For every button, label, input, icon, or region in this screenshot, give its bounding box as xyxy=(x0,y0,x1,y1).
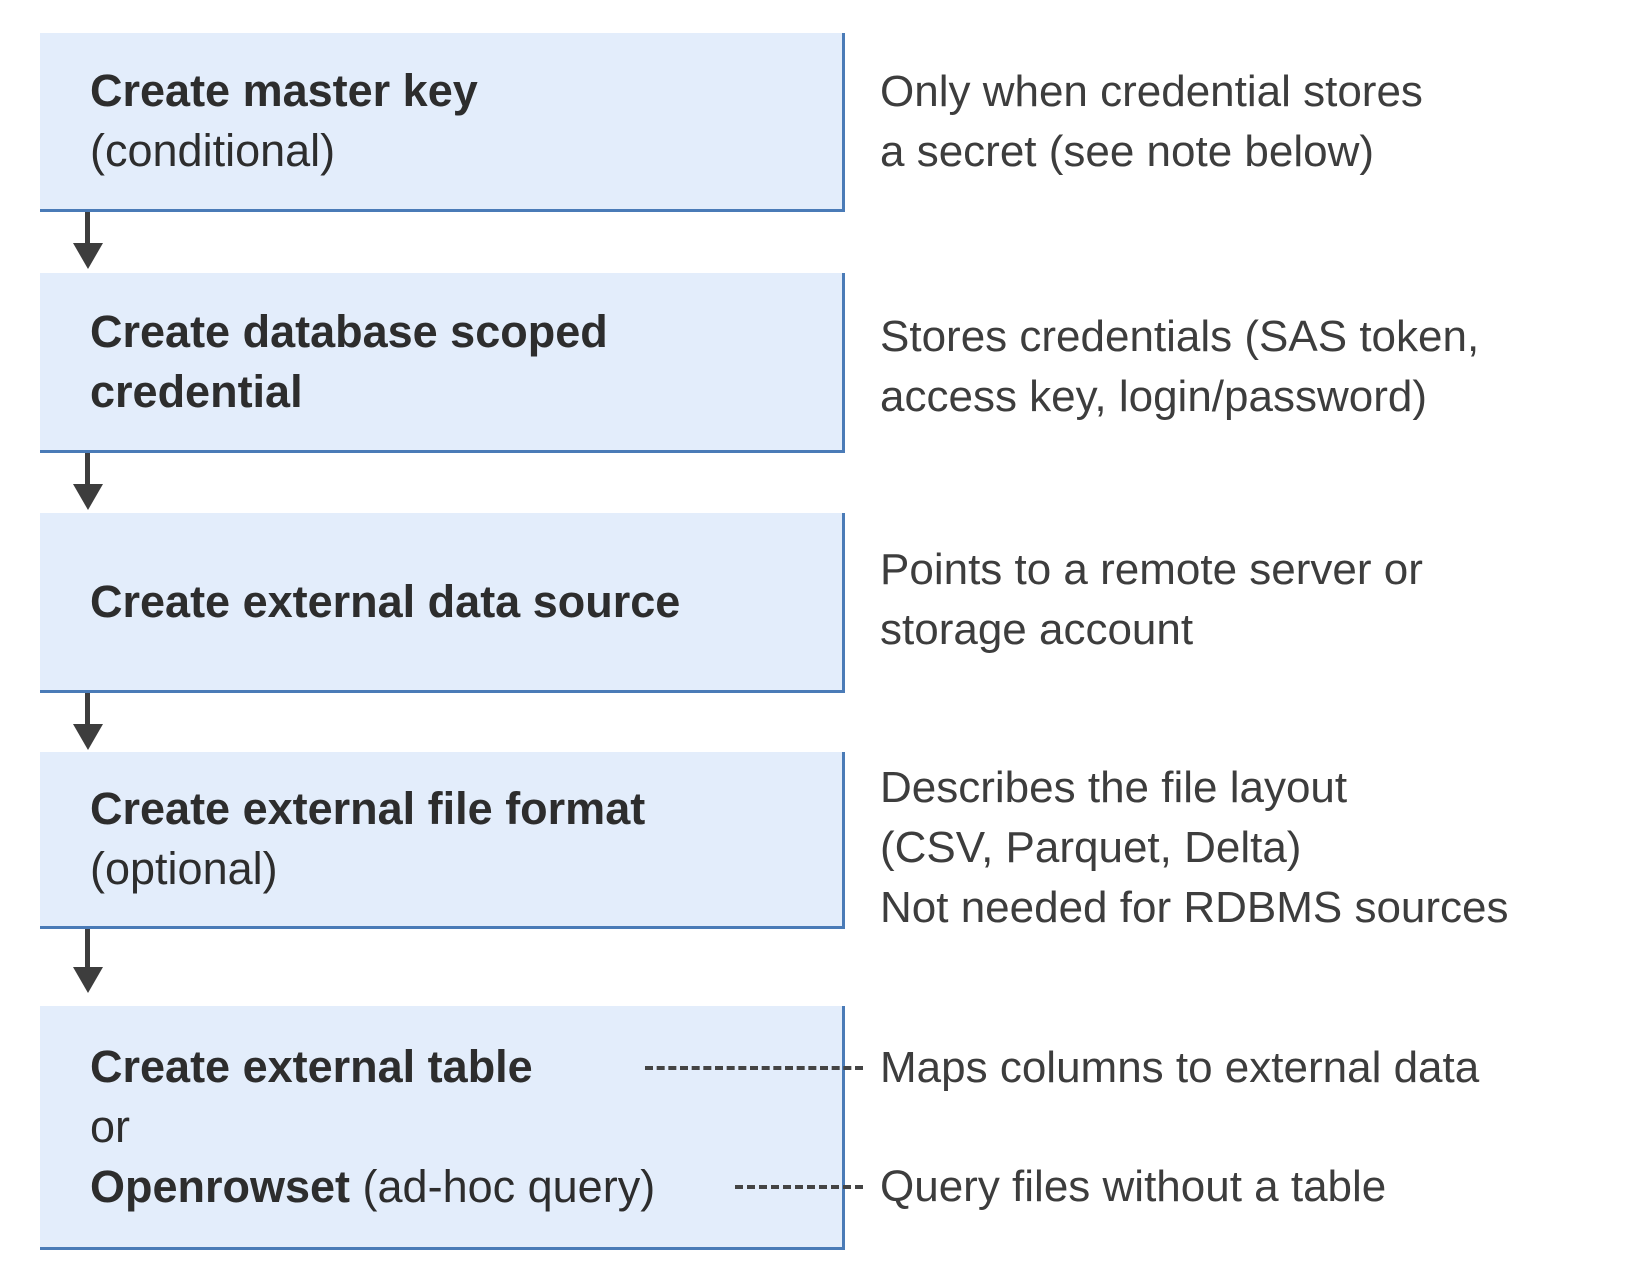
flow-arrow-down-1 xyxy=(73,212,103,269)
flow-box-create-external-file-format: Create external file format (optional) xyxy=(40,752,845,929)
arrow-head-icon xyxy=(73,967,103,993)
flow-arrow-down-3 xyxy=(73,693,103,750)
note-credential: Stores credentials (SAS token, access ke… xyxy=(880,307,1479,427)
arrow-stem xyxy=(85,453,90,484)
flow-box-create-master-key: Create master key (conditional) xyxy=(40,33,845,212)
box-title: Create external data source xyxy=(90,575,681,627)
box-title: Create external table xyxy=(90,1040,533,1092)
note-line: Query files without a table xyxy=(880,1162,1387,1211)
note-line: Not needed for RDBMS sources xyxy=(880,883,1509,932)
note-line: Maps columns to external data xyxy=(880,1043,1480,1092)
arrow-head-icon xyxy=(73,243,103,269)
box-title: Create external file format xyxy=(90,783,646,834)
note-line: Stores credentials (SAS token, xyxy=(880,312,1480,361)
note-line: access key, login/password) xyxy=(880,372,1427,421)
connector-dash-external-table xyxy=(645,1066,863,1070)
note-data-source: Points to a remote server or storage acc… xyxy=(880,540,1423,660)
box-title-openrowset: Openrowset (ad-hoc query) xyxy=(90,1160,656,1212)
box-title: Create database scoped xyxy=(90,305,608,357)
flow-arrow-down-2 xyxy=(73,453,103,510)
box-title-line-2: credential xyxy=(90,365,303,417)
arrow-stem xyxy=(85,929,90,967)
note-master-key: Only when credential stores a secret (se… xyxy=(880,62,1423,182)
box-title: Create master key xyxy=(90,65,478,116)
box-subtitle: (optional) xyxy=(90,843,278,894)
note-openrowset: Query files without a table xyxy=(880,1157,1386,1217)
note-file-format: Describes the file layout (CSV, Parquet,… xyxy=(880,758,1509,938)
note-line: (CSV, Parquet, Delta) xyxy=(880,823,1302,872)
arrow-stem xyxy=(85,212,90,243)
flow-box-create-external-table-or-openrowset: Create external table or Openrowset (ad-… xyxy=(40,1006,845,1250)
arrow-head-icon xyxy=(73,724,103,750)
flow-box-create-external-data-source: Create external data source xyxy=(40,513,845,693)
flow-arrow-down-4 xyxy=(73,929,103,993)
connector-dash-openrowset xyxy=(735,1185,863,1189)
note-line: Describes the file layout xyxy=(880,763,1348,812)
box-subtitle: (conditional) xyxy=(90,125,336,176)
note-line: Only when credential stores xyxy=(880,67,1423,116)
arrow-head-icon xyxy=(73,484,103,510)
note-line: storage account xyxy=(880,605,1194,654)
note-external-table: Maps columns to external data xyxy=(880,1038,1479,1098)
flow-box-create-database-scoped-credential: Create database scoped credential xyxy=(40,273,845,453)
note-line: Points to a remote server or xyxy=(880,545,1423,594)
note-line: a secret (see note below) xyxy=(880,127,1375,176)
arrow-stem xyxy=(85,693,90,724)
box-or-label: or xyxy=(90,1100,131,1152)
